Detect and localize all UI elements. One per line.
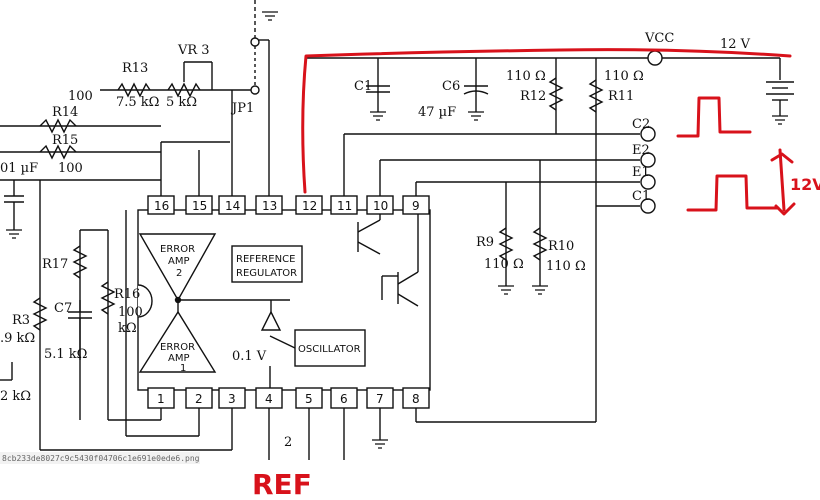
ic-block-labels: ERROR AMP 2 ERROR AMP 1 REFERENCE REGULA…	[160, 244, 361, 374]
error-amp-2-line-2: AMP	[168, 256, 190, 267]
label-c7: C7	[54, 301, 72, 316]
label-r16: R16	[114, 287, 140, 302]
label-r9: R9	[476, 235, 494, 250]
circuit-wiring	[0, 0, 794, 460]
pin-4: 4	[265, 392, 273, 406]
pulse-c1-icon	[686, 174, 780, 212]
label-c1-out: C1	[632, 189, 650, 204]
label-r13: R13	[122, 61, 148, 76]
label-e2-out: E2	[632, 143, 650, 158]
filename-strip	[0, 452, 200, 464]
pin-8: 8	[412, 392, 420, 406]
label-vr3-value: 5 kΩ	[166, 95, 197, 110]
pin-2: 2	[195, 392, 203, 406]
pin-12: 12	[302, 199, 317, 213]
label-c6-value: 47 µF	[418, 105, 456, 120]
ground-symbols	[6, 11, 788, 449]
pin-13: 13	[262, 199, 277, 213]
pin-10: 10	[373, 199, 388, 213]
label-r11-value: 110 Ω	[604, 69, 644, 84]
label-cap-bottom: 2	[284, 435, 292, 450]
vcc-highlight-path	[301, 48, 792, 194]
label-c1: C1	[354, 79, 372, 94]
pin-11: 11	[337, 199, 352, 213]
label-r15-value: 100	[58, 161, 83, 176]
pin-14: 14	[225, 199, 240, 213]
label-r3: R3	[12, 313, 30, 328]
label-r3-value: .9 kΩ	[0, 331, 35, 346]
amplitude-bar	[778, 148, 786, 212]
label-r10-value: 110 Ω	[546, 259, 586, 274]
ref-annotation: REF	[252, 468, 312, 500]
pin-5: 5	[305, 392, 313, 406]
error-amp-1-line-1: ERROR	[160, 342, 195, 353]
reference-regulator-line-2: REGULATOR	[236, 268, 297, 279]
label-r11: R11	[608, 89, 634, 104]
label-12v: 12 V	[720, 37, 751, 52]
pin-9: 9	[412, 199, 420, 213]
label-jp1: JP1	[230, 101, 254, 116]
label-c7-value: 5.1 kΩ	[44, 347, 87, 362]
pin-6: 6	[340, 392, 348, 406]
label-r13-value: 7.5 kΩ	[116, 95, 159, 110]
error-amp-1-line-3: 1	[180, 363, 186, 374]
label-e1-out: E1	[632, 165, 650, 180]
label-c2-out: C2	[632, 117, 650, 132]
pin-3: 3	[228, 392, 236, 406]
label-left-bottom-value: 2 kΩ	[0, 389, 31, 404]
label-r15: R15	[52, 133, 78, 148]
label-r12-value: 110 Ω	[506, 69, 546, 84]
pin-16: 16	[154, 199, 169, 213]
label-r12: R12	[520, 89, 546, 104]
pin-7: 7	[376, 392, 384, 406]
error-amp-2-line-1: ERROR	[160, 244, 195, 255]
pulse-amplitude-annotation: 12V	[790, 175, 820, 194]
label-cap-partial: 01 µF	[0, 161, 38, 176]
label-vcc: VCC	[644, 31, 674, 46]
label-r10: R10	[548, 239, 574, 254]
label-top-100: 100	[68, 89, 93, 104]
label-vr3: VR 3	[177, 43, 210, 58]
pulse-c2-icon	[676, 96, 752, 138]
reference-regulator-line-1: REFERENCE	[236, 254, 295, 265]
label-r17: R17	[42, 257, 68, 272]
pin-15: 15	[192, 199, 207, 213]
pin-1: 1	[157, 392, 165, 406]
red-annotations	[301, 48, 796, 216]
label-r16-value-1: 100	[118, 305, 143, 320]
filename-text: 8cb233de8027c9c5430f04706c1e691e0ede6.pn…	[2, 454, 200, 463]
label-r16-value-2: kΩ	[118, 321, 137, 336]
error-amp-2-line-3: 2	[176, 268, 182, 279]
label-0-1v: 0.1 V	[232, 349, 267, 364]
component-labels: R13 7.5 kΩ VR 3 5 kΩ JP1 100 R14 R15 100…	[0, 31, 751, 450]
pin-numbers: 16 15 14 13 12 11 10 9 1 2 3 4 5 6 7 8	[154, 199, 420, 406]
label-r14: R14	[52, 105, 78, 120]
label-c6: C6	[442, 79, 460, 94]
label-r9-value: 110 Ω	[484, 257, 524, 272]
error-amp-1-line-2: AMP	[168, 353, 190, 364]
oscillator-label: OSCILLATOR	[298, 344, 361, 355]
